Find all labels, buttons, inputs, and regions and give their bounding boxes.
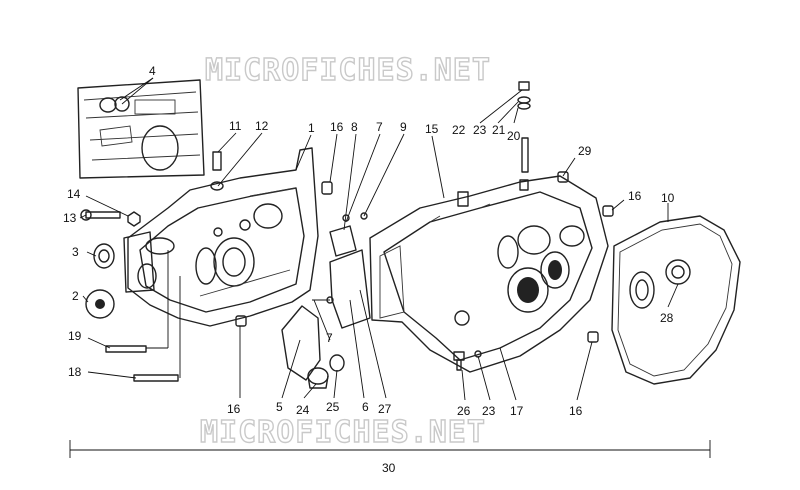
callout-23-bottom: 23 xyxy=(482,404,496,418)
callout-7-top: 7 xyxy=(376,120,383,134)
callout-21: 21 xyxy=(492,123,506,137)
stud-18 xyxy=(133,374,179,382)
callout-22: 22 xyxy=(452,123,466,137)
callout-14: 14 xyxy=(67,187,81,201)
right-gearbox-housing xyxy=(369,175,609,373)
assembly-bracket xyxy=(69,440,711,458)
callout-26: 26 xyxy=(457,404,471,418)
callout-13: 13 xyxy=(63,211,77,225)
watermark-top: MICROFICHES.NET xyxy=(205,53,491,88)
dowel-16-lower-right xyxy=(587,331,599,343)
callout-16-bottom-left: 16 xyxy=(227,402,241,416)
callout-18: 18 xyxy=(68,365,82,379)
callout-1: 1 xyxy=(308,121,315,135)
seal-3 xyxy=(93,243,115,269)
callout-16-bottom-right: 16 xyxy=(569,404,583,418)
right-cover-gasket-inner xyxy=(617,223,733,377)
callout-7-bottom: 7 xyxy=(326,331,333,345)
callout-23-top: 23 xyxy=(473,123,487,137)
callout-16-right: 16 xyxy=(628,189,642,203)
washer-25 xyxy=(329,354,345,372)
cover-plate-5 xyxy=(281,305,321,381)
dowel-16-lower-left xyxy=(235,315,247,327)
callout-3: 3 xyxy=(72,245,79,259)
callout-11: 11 xyxy=(229,119,242,133)
callout-30: 30 xyxy=(382,461,396,475)
bearing-2 xyxy=(85,289,115,319)
callout-8: 8 xyxy=(351,120,358,134)
callout-20: 20 xyxy=(507,129,521,143)
bolt-13 xyxy=(80,209,121,221)
callout-24: 24 xyxy=(296,403,310,417)
plug-24 xyxy=(307,367,329,389)
callout-6: 6 xyxy=(362,400,369,414)
callout-2: 2 xyxy=(72,289,79,303)
middle-gasket xyxy=(329,249,371,329)
dowel-29 xyxy=(557,171,569,183)
breather-22 xyxy=(517,81,531,110)
callout-4: 4 xyxy=(149,64,156,78)
inset-detail xyxy=(77,79,205,179)
dowel-16-top xyxy=(321,181,333,195)
callout-10: 10 xyxy=(661,191,675,205)
callout-5: 5 xyxy=(276,400,283,414)
screw-26 xyxy=(453,351,465,371)
stud-19 xyxy=(105,345,147,353)
callout-29: 29 xyxy=(578,144,592,158)
callout-27: 27 xyxy=(378,402,392,416)
callout-25: 25 xyxy=(326,400,340,414)
callout-19: 19 xyxy=(68,329,82,343)
spring-20 xyxy=(521,137,529,173)
nut-14 xyxy=(127,211,141,227)
callout-16-top: 16 xyxy=(330,120,344,134)
left-gearbox-housing xyxy=(123,147,319,327)
sensor-11 xyxy=(210,151,224,191)
callout-9: 9 xyxy=(400,120,407,134)
leader-lines xyxy=(79,77,679,401)
right-cover-gasket xyxy=(611,215,741,385)
bearing-28 xyxy=(629,259,691,309)
callout-28: 28 xyxy=(660,311,674,325)
callout-15: 15 xyxy=(425,122,439,136)
dowel-16-right xyxy=(602,205,614,217)
callout-17: 17 xyxy=(510,404,524,418)
callout-12: 12 xyxy=(255,119,269,133)
gasket-plate xyxy=(329,225,357,257)
watermark-bottom: MICROFICHES.NET xyxy=(200,415,486,450)
